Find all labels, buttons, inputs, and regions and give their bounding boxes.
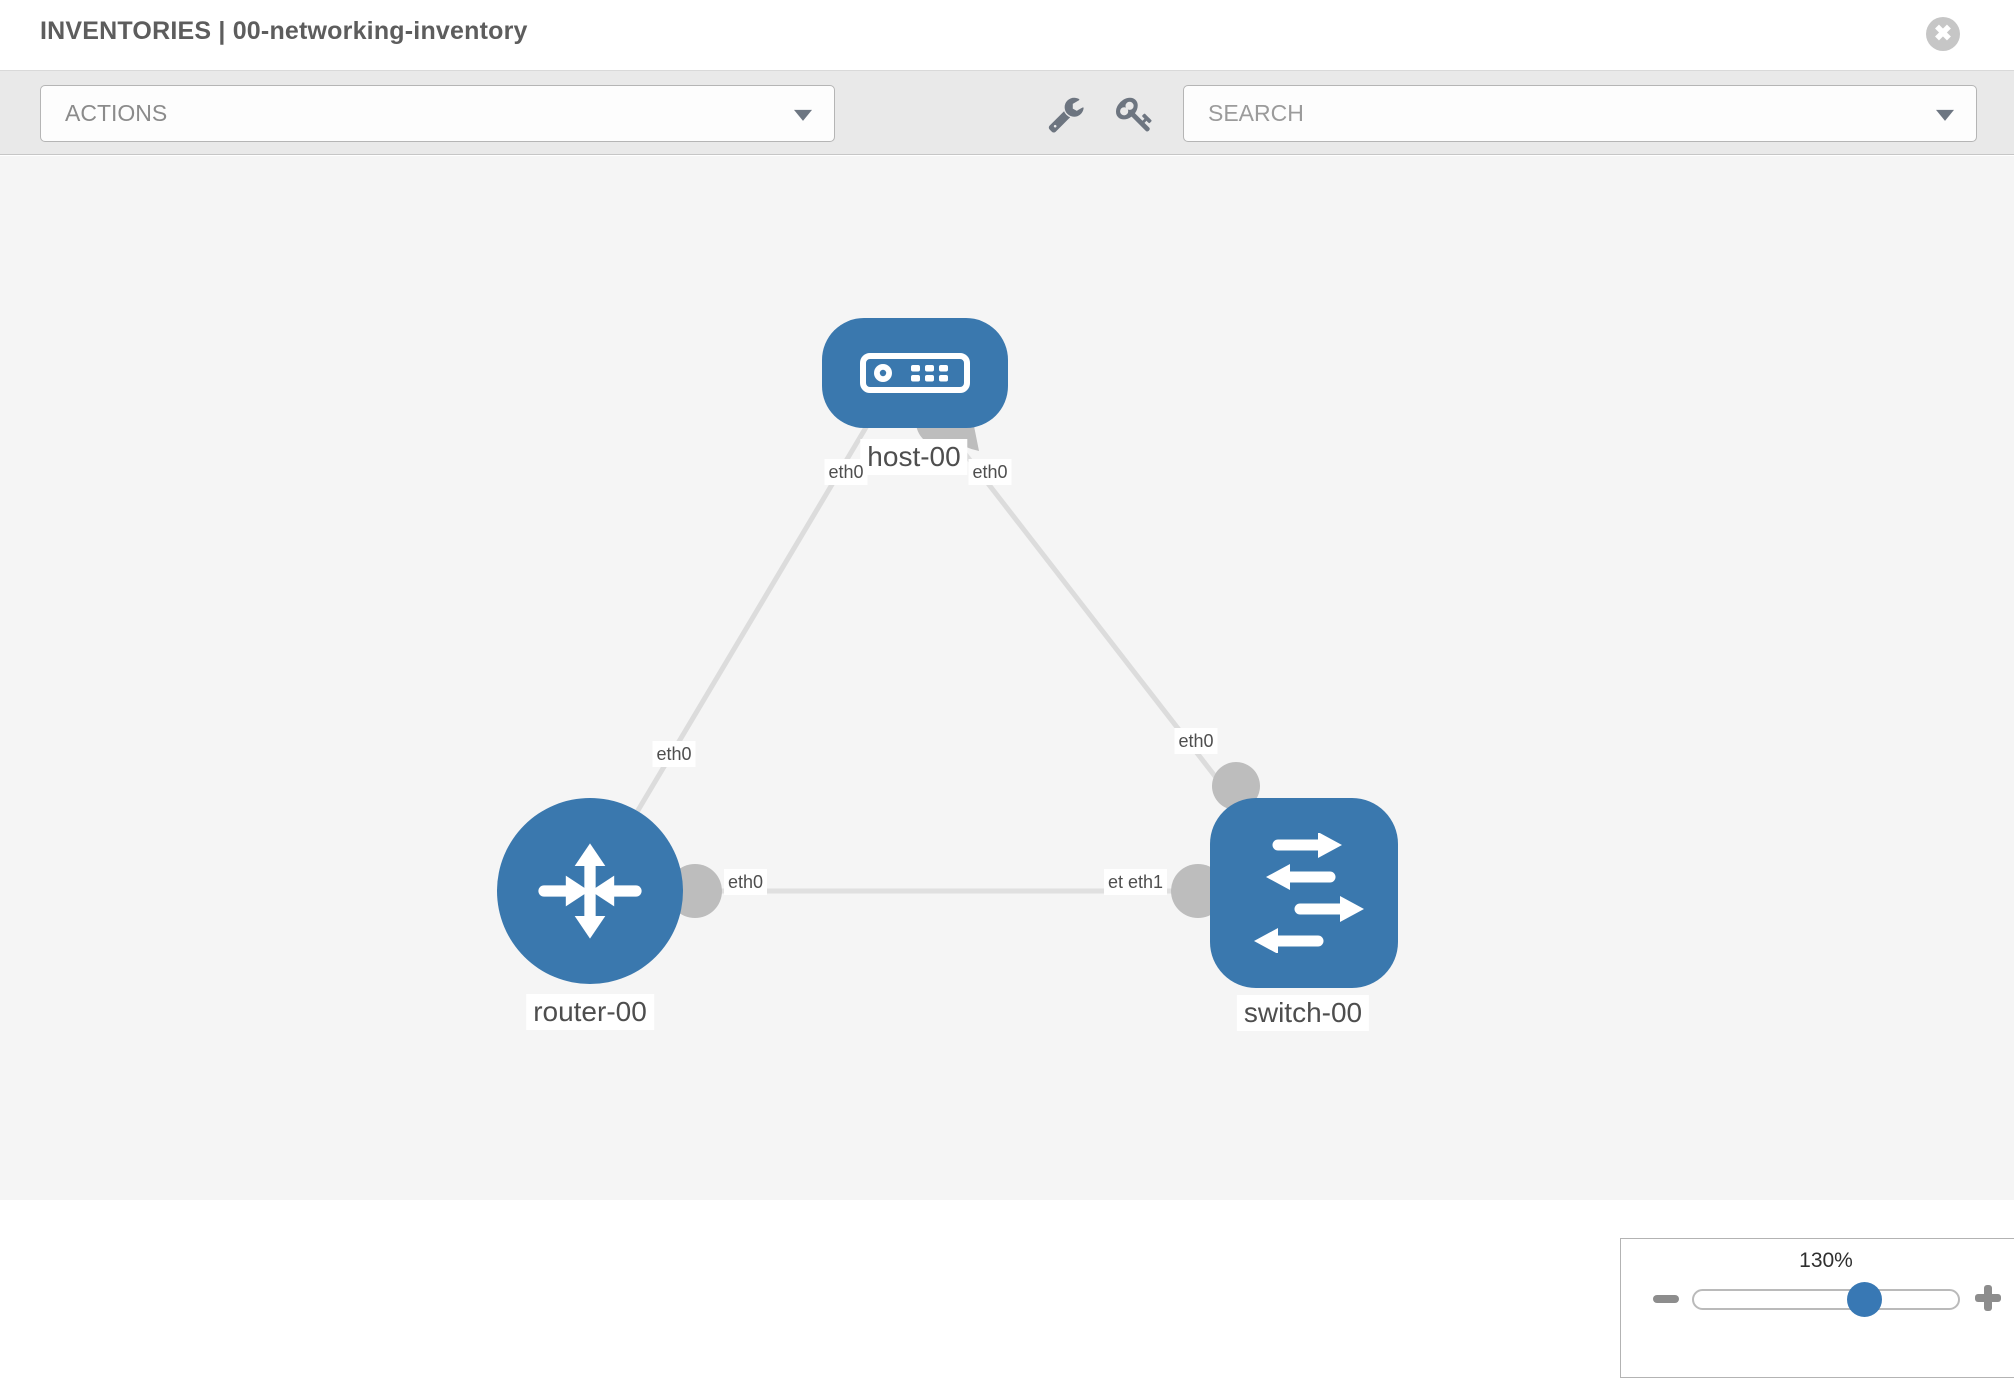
- page-title: INVENTORIES | 00-networking-inventory: [40, 17, 528, 45]
- actions-dropdown[interactable]: ACTIONS: [40, 85, 835, 142]
- node-label-host: host-00: [860, 439, 968, 475]
- node-label-router: router-00: [526, 994, 654, 1030]
- header-bar: INVENTORIES | 00-networking-inventory ✖: [0, 0, 2014, 70]
- links-layer: [587, 398, 1306, 918]
- switch-icon: [1254, 833, 1364, 953]
- interface-label-host-eth0-right: eth0: [968, 459, 1012, 485]
- zoom-in-button[interactable]: [1975, 1285, 2001, 1311]
- search-dropdown[interactable]: [1183, 85, 1977, 142]
- zoom-slider-track[interactable]: [1692, 1289, 1960, 1310]
- node-host-00[interactable]: [822, 318, 1008, 428]
- router-icon: [538, 843, 642, 939]
- interface-label-overlapped: eth0: [1104, 869, 1127, 895]
- caret-down-icon: [794, 109, 812, 121]
- close-icon: ✖: [1933, 20, 1953, 46]
- zoom-level: 130%: [1799, 1249, 1853, 1272]
- host-icon: [860, 353, 970, 393]
- node-label-switch: switch-00: [1236, 995, 1370, 1031]
- key-icon: [1116, 97, 1152, 132]
- node-router-00[interactable]: [497, 798, 683, 984]
- zoom-out-button[interactable]: [1653, 1295, 1679, 1303]
- interface-label-router-eth0-top: eth0: [652, 741, 696, 767]
- node-switch-00[interactable]: [1210, 798, 1398, 988]
- zoom-panel: 130%: [1620, 1238, 2014, 1378]
- interface-label-switch-eth1-link: eth1: [1124, 869, 1168, 895]
- toolbar: ACTIONS: [0, 70, 2014, 155]
- caret-down-icon: [1936, 109, 1954, 121]
- interface-label-switch-eth0-top: eth0: [1174, 728, 1218, 754]
- interface-label-host-eth0-left: eth0: [824, 459, 868, 485]
- close-button[interactable]: ✖: [1926, 17, 1960, 51]
- credentials-button[interactable]: [1116, 95, 1154, 133]
- search-input[interactable]: [1184, 86, 1976, 141]
- interface-label-router-eth0-link: eth0: [724, 869, 768, 895]
- zoom-slider-thumb[interactable]: [1847, 1282, 1882, 1317]
- configure-button[interactable]: [1047, 95, 1085, 133]
- topology-canvas[interactable]: host-00 router-00 switch-00 eth0 eth0 et…: [0, 156, 2014, 1378]
- actions-dropdown-label: ACTIONS: [65, 100, 168, 126]
- wrench-icon: [1048, 97, 1084, 133]
